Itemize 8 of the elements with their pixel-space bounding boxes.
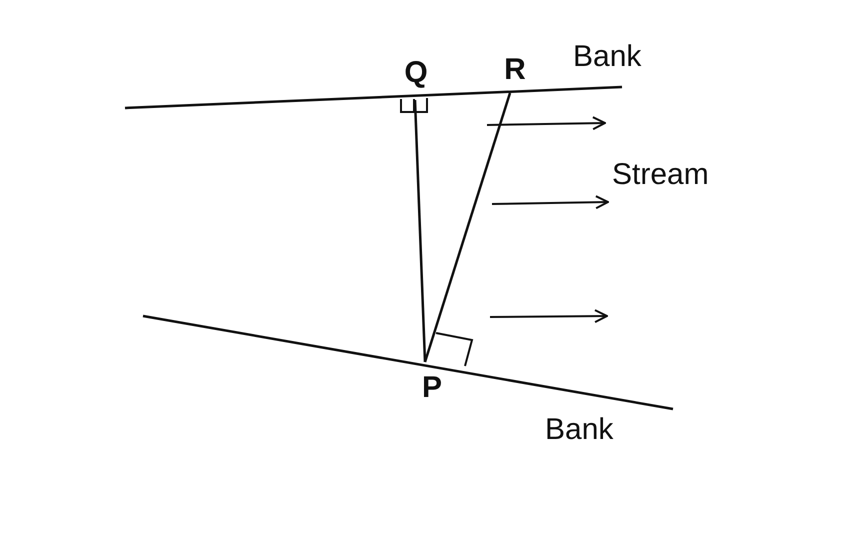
point-label: Q xyxy=(403,58,429,100)
text-label: Bank xyxy=(545,415,614,445)
point-label: R xyxy=(502,55,528,93)
text-label: Bank xyxy=(573,42,642,72)
point-label: P xyxy=(418,362,446,398)
line-segment xyxy=(414,100,426,362)
line-segment xyxy=(424,92,512,362)
text-label: Stream xyxy=(612,160,709,190)
